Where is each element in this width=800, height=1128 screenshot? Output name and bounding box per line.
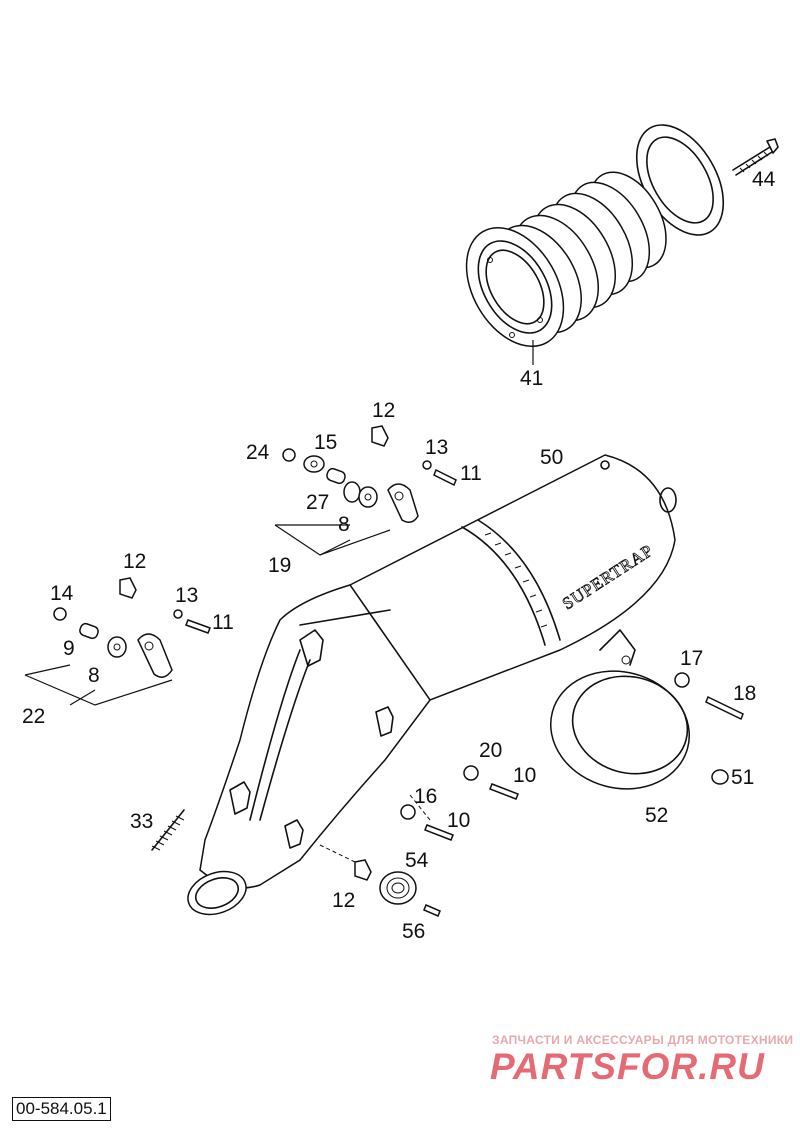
callout-54: 54: [405, 849, 429, 872]
part-14-cap[interactable]: [53, 607, 67, 621]
part-10-bolt-a[interactable]: [489, 783, 519, 800]
part-8-spacer-upper[interactable]: [358, 486, 378, 508]
leader-lines: [24, 340, 534, 706]
callout-12-bottom: 12: [332, 889, 355, 912]
part-17-washer[interactable]: [674, 672, 690, 688]
part-51-cap[interactable]: [711, 769, 729, 785]
part-bracket-upper[interactable]: [387, 483, 419, 523]
part-50-silencer[interactable]: SUPERTRAP: [348, 454, 677, 701]
part-bracket-lower[interactable]: [137, 633, 173, 678]
callout-18: 18: [733, 682, 756, 705]
callout-11-upper: 11: [460, 462, 482, 485]
callout-56: 56: [402, 920, 425, 943]
part-18-bolt[interactable]: [705, 695, 744, 721]
callout-24: 24: [246, 441, 270, 464]
part-15-washer[interactable]: [303, 455, 325, 473]
part-27-sleeve[interactable]: [343, 481, 361, 503]
callout-44: 44: [752, 168, 776, 191]
callout-22: 22: [22, 705, 45, 728]
callout-8-lower: 8: [88, 664, 100, 687]
part-13-washer-lower[interactable]: [173, 609, 183, 619]
callout-13-upper: 13: [425, 436, 448, 459]
part-12-clip-lower[interactable]: [119, 577, 137, 599]
callout-27: 27: [306, 491, 329, 514]
part-8-spacer-lower[interactable]: [107, 636, 127, 658]
part-bushing-upper[interactable]: [325, 467, 346, 485]
part-13-washer-upper[interactable]: [422, 460, 432, 470]
callout-13-lower: 13: [175, 584, 198, 607]
callout-17: 17: [680, 647, 703, 670]
part-12-clip-upper[interactable]: [371, 425, 389, 447]
part-52-clamp[interactable]: [537, 629, 702, 804]
callout-10-a: 10: [513, 764, 536, 787]
callout-8-upper: 8: [338, 513, 350, 536]
part-24-cap[interactable]: [282, 448, 296, 462]
assembly-lines: [319, 794, 431, 863]
callout-11-lower: 11: [212, 611, 234, 634]
part-41-flange-bellows[interactable]: [447, 110, 742, 363]
callout-9: 9: [63, 637, 75, 660]
callout-14: 14: [50, 582, 74, 605]
callout-41: 41: [520, 367, 543, 390]
callout-50: 50: [540, 446, 563, 469]
callout-19: 19: [268, 554, 291, 577]
part-9-bushing[interactable]: [78, 622, 99, 640]
part-20-washer[interactable]: [463, 765, 479, 781]
callout-33: 33: [130, 810, 153, 833]
part-16-washer[interactable]: [400, 804, 416, 820]
part-56-bolt[interactable]: [423, 904, 441, 917]
part-11-bolt-upper[interactable]: [433, 468, 457, 487]
callout-15: 15: [314, 431, 337, 454]
callout-labels: 44 41 50 12 24 15 13 11 27 8 19 12 14 13…: [22, 168, 776, 943]
part-33-spring[interactable]: [151, 809, 185, 851]
part-11-bolt-lower[interactable]: [185, 619, 211, 634]
part-44-bolt[interactable]: [732, 138, 779, 176]
part-12-clip-bottom[interactable]: [354, 859, 372, 881]
watermark-caption: ЗАПЧАСТИ И АКСЕССУАРЫ ДЛЯ МОТОТЕХНИКИ: [492, 1033, 794, 1047]
callout-12-upper: 12: [372, 399, 395, 422]
callout-51: 51: [731, 766, 754, 789]
document-code: 00-584.05.1: [12, 1097, 111, 1121]
part-10-bolt-b[interactable]: [424, 824, 454, 841]
callout-20: 20: [479, 739, 502, 762]
callout-10-b: 10: [447, 809, 470, 832]
callout-52: 52: [645, 804, 668, 827]
header-pipe[interactable]: [182, 584, 431, 922]
part-54-damper[interactable]: [379, 871, 417, 905]
callout-16: 16: [414, 785, 437, 808]
callout-12-lower: 12: [123, 550, 146, 573]
watermark-logo: PARTSFOR.RU: [490, 1046, 765, 1087]
